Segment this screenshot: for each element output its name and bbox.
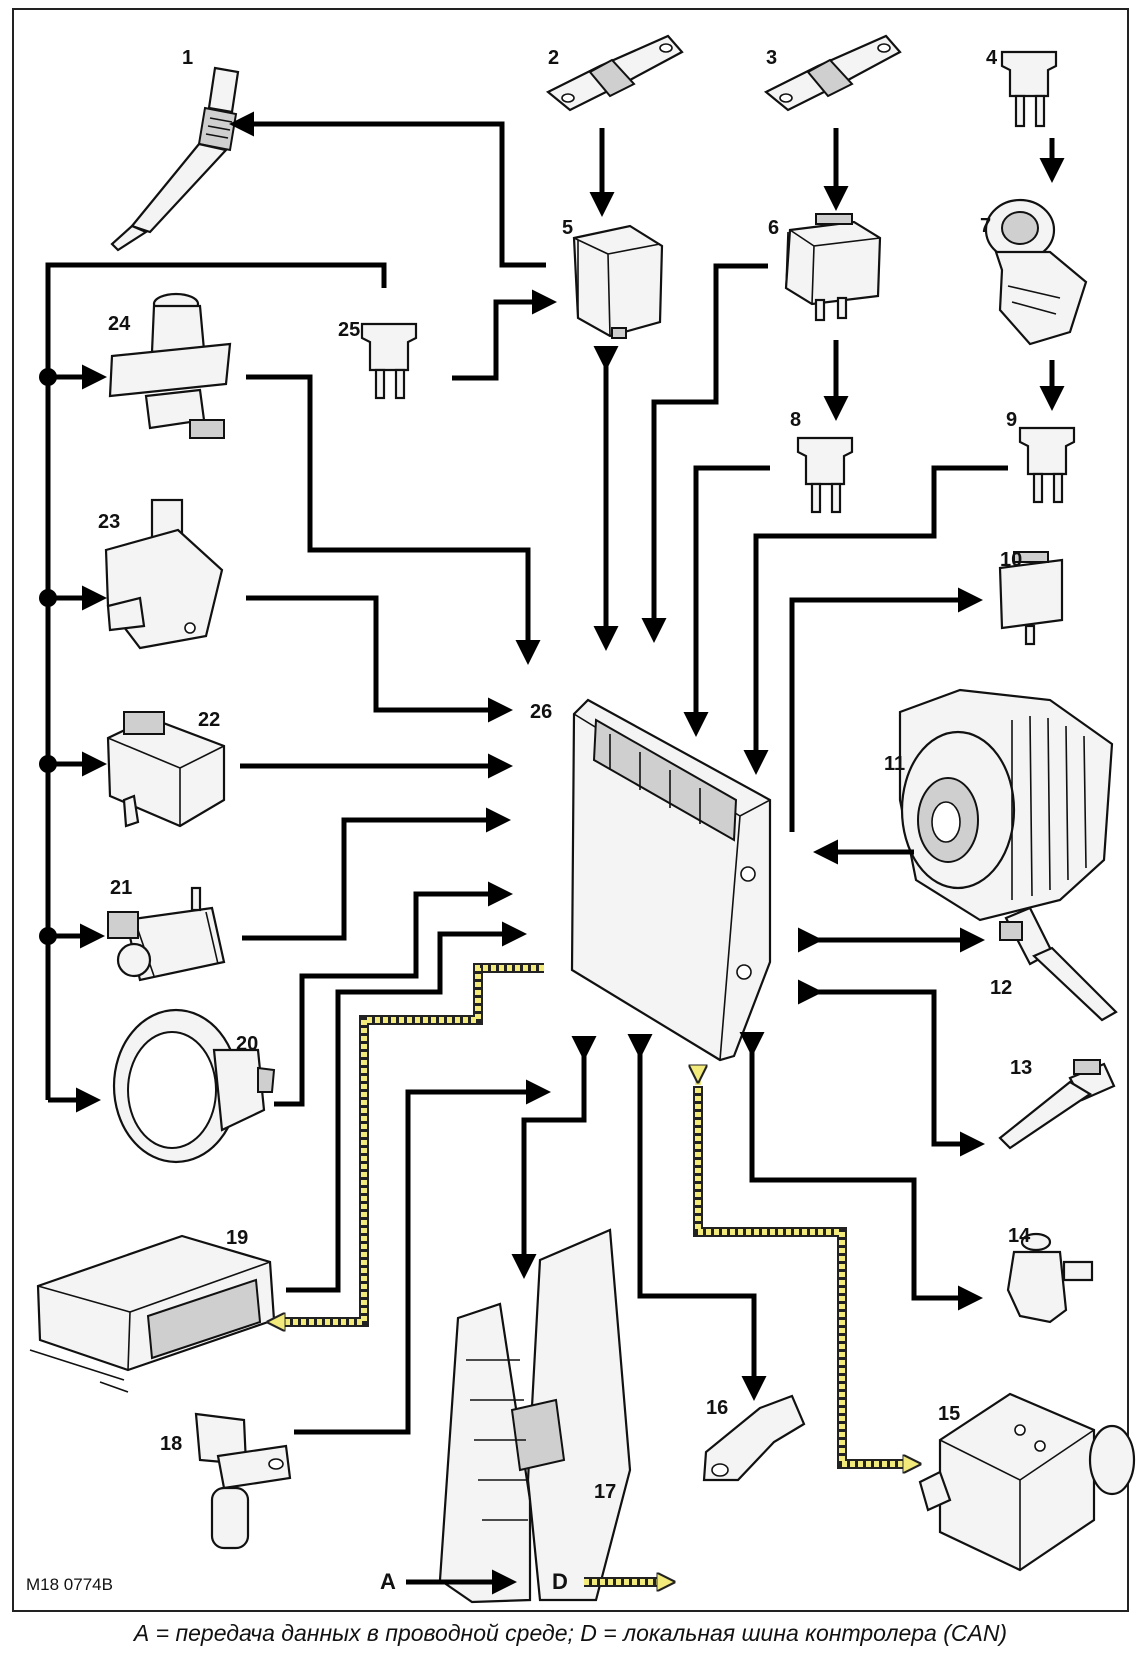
label-16: 16 (706, 1397, 728, 1419)
glow-plug-icon (110, 66, 240, 252)
blade-fuse-icon (796, 436, 854, 514)
figure-caption: А = передача данных в проводной среде; D… (133, 1620, 1008, 1646)
abs-modulator-icon (918, 1392, 1136, 1572)
label-26: 26 (530, 701, 552, 723)
label-22: 22 (198, 709, 220, 731)
pressure-sensor-icon (104, 498, 224, 650)
solenoid-valve-icon (107, 886, 226, 982)
label-2: 2 (548, 47, 559, 69)
label-6: 6 (768, 217, 779, 239)
label-7: 7 (980, 215, 991, 237)
label-18: 18 (160, 1433, 182, 1455)
relay-icon (784, 213, 882, 322)
blade-fuse-icon (1000, 50, 1058, 128)
mega-fuse-icon (545, 34, 684, 112)
alternator-icon (898, 688, 1114, 922)
blade-fuse-icon (360, 322, 418, 400)
accelerator-pedal-icon (438, 1228, 632, 1604)
mass-air-flow-icon (112, 1008, 276, 1164)
label-25: 25 (338, 319, 360, 341)
speed-sensor-icon (194, 1412, 292, 1550)
label-1: 1 (182, 47, 193, 69)
label-10: 10 (1000, 549, 1022, 571)
label-5: 5 (562, 217, 573, 239)
label-19: 19 (226, 1227, 248, 1249)
label-21: 21 (110, 877, 132, 899)
engine-control-module-icon (570, 698, 772, 1062)
label-9: 9 (1006, 409, 1017, 431)
label-14: 14 (1008, 1225, 1031, 1247)
legend-key-a: A (380, 1569, 396, 1594)
solenoid-valve-icon (108, 292, 232, 439)
label-4: 4 (986, 47, 998, 69)
label-23: 23 (98, 511, 120, 533)
glow-plug-relay-icon (572, 224, 664, 339)
control-module-icon (29, 1234, 276, 1393)
label-15: 15 (938, 1403, 960, 1425)
label-20: 20 (236, 1033, 258, 1055)
ignition-switch-icon (984, 198, 1088, 346)
can-bus-connections (270, 963, 918, 1464)
label-12: 12 (990, 977, 1012, 999)
label-8: 8 (790, 409, 801, 431)
relay-icon (998, 551, 1064, 646)
mega-fuse-icon (763, 34, 902, 112)
pressure-sensor-icon (106, 711, 226, 828)
legend-key-d: D (552, 1569, 568, 1594)
supply-bus-wire (45, 262, 387, 1100)
temperature-sensor-icon (998, 1059, 1116, 1150)
label-3: 3 (766, 47, 777, 69)
solenoid-valve-icon (1006, 1232, 1094, 1324)
label-17: 17 (594, 1481, 616, 1503)
label-11: 11 (884, 753, 905, 775)
label-13: 13 (1010, 1057, 1032, 1079)
component-labels: 1 2 3 4 5 6 7 8 9 10 11 12 13 14 15 16 1… (98, 47, 1032, 1503)
label-24: 24 (108, 313, 131, 335)
legend: A D M18 0774B (26, 1569, 672, 1595)
figure-code: M18 0774B (26, 1575, 113, 1594)
blade-fuse-icon (1018, 426, 1076, 504)
temperature-sensor-icon (999, 906, 1118, 1022)
